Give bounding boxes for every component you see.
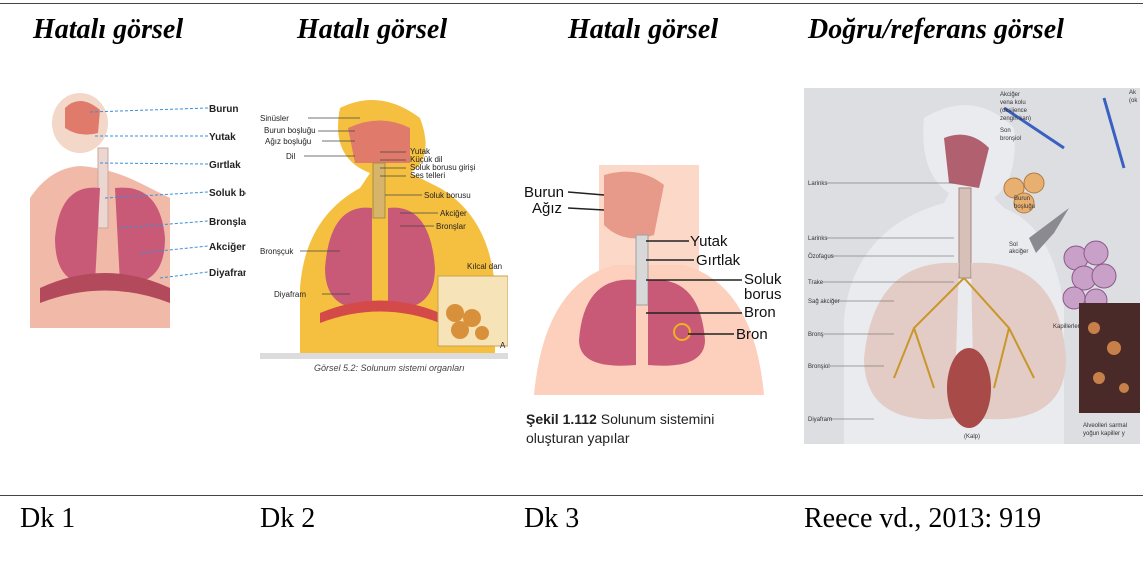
middle-rule xyxy=(0,495,1143,496)
fig2-label-bronscuk: Bronşçuk xyxy=(260,247,294,256)
fig1-label-burun: Burun xyxy=(209,104,238,115)
fig4-label-bronsiol: Bronşiol xyxy=(808,364,830,370)
fig2-label-a: A xyxy=(500,341,506,350)
fig4-label-ak-cut: Ak xyxy=(1129,90,1137,96)
fig2-label-agiz-boslugu: Ağız boşluğu xyxy=(265,137,311,146)
figure-4-reference-diagram: Burun boşluğu Sol akciğer Akciğer vena k… xyxy=(804,88,1140,444)
header-col-2: Hatalı görsel xyxy=(297,14,447,46)
fig4-label-brons: Bronş xyxy=(808,332,824,338)
fig3-caption-line2: oluşturan yapılar xyxy=(526,430,630,446)
figure-3-respiratory-diagram: Burun Ağız Yutak Gırtlak Soluk borus Bro… xyxy=(524,165,794,455)
fig2-caption: Görsel 5.2: Solunum sistemi organları xyxy=(314,363,465,373)
fig4-label-burun: Burun xyxy=(1014,196,1030,202)
fig1-label-diyafram: Diyafram xyxy=(209,268,246,279)
caption-col-1: Dk 1 xyxy=(20,503,75,535)
caption-col-3: Dk 3 xyxy=(524,503,579,535)
figure-2-respiratory-diagram: Sinüsler Burun boşluğu Ağız boşluğu Dil … xyxy=(260,88,508,378)
fig4-label-larinks-2: Larinks xyxy=(808,236,827,242)
fig3-label-bron-1: Bron xyxy=(744,304,776,321)
fig4-label-yogun-kapiller: yoğun kapiller y xyxy=(1083,431,1125,437)
fig2-label-kilcal-damar: Kılcal dan xyxy=(467,262,502,271)
fig4-label-zengin-kan: zengin kan) xyxy=(1000,116,1031,122)
fig1-label-soluk-borusu: Soluk bo xyxy=(209,188,246,199)
fig4-label-sag-akciger: Sağ akciğer xyxy=(808,299,840,305)
header-col-1: Hatalı görsel xyxy=(33,14,183,46)
fig2-label-diyafram: Diyafram xyxy=(274,290,306,299)
figure-1-respiratory-diagram: Burun Yutak Gırtlak Soluk bo Bronşlar Ak… xyxy=(20,88,246,328)
fig3-label-yutak: Yutak xyxy=(690,233,728,250)
fig3-label-borusu: borus xyxy=(744,286,782,303)
fig4-label-son: Son xyxy=(1000,128,1011,134)
top-rule xyxy=(0,3,1143,4)
fig4-label-oksijence: (oksijence xyxy=(1000,108,1028,114)
fig4-label-kalp: (Kalp) xyxy=(964,434,980,440)
fig4-label-vena-kolu: vena kolu xyxy=(1000,100,1026,106)
fig4-label-diyafram: Diyafram xyxy=(808,417,832,423)
header-col-3: Hatalı görsel xyxy=(568,14,718,46)
fig2-label-sinusler: Sinüsler xyxy=(260,114,289,123)
fig4-label-bronsiol-top: bronşiol xyxy=(1000,136,1021,142)
fig1-label-yutak: Yutak xyxy=(209,132,236,143)
fig4-label-kapillerler: Kapillerler xyxy=(1053,324,1080,330)
fig2-label-akciger: Akciğer xyxy=(440,209,467,218)
fig3-caption-line1: Şekil 1.112 Solunum sistemini xyxy=(526,411,714,427)
fig4-label-akciger: akciğer xyxy=(1009,249,1028,255)
fig4-label-alveolleri: Alveolleri sarmal xyxy=(1083,423,1127,429)
fig4-label-ozofagus: Özofagus xyxy=(808,253,834,260)
fig4-heart xyxy=(947,348,991,428)
header-col-4: Doğru/referans görsel xyxy=(808,14,1064,46)
fig3-label-girtlak: Gırtlak xyxy=(696,252,741,269)
fig1-label-bronslar: Bronşlar xyxy=(209,217,246,228)
fig3-label-agiz: Ağız xyxy=(532,200,562,217)
fig1-label-akcigerler: Akciğerl xyxy=(209,242,246,253)
fig4-label-larinks-1: Larinks xyxy=(808,181,827,187)
caption-col-4: Reece vd., 2013: 919 xyxy=(804,503,1041,535)
caption-col-2: Dk 2 xyxy=(260,503,315,535)
fig4-label-ok-cut: (ok xyxy=(1129,98,1138,104)
fig4-label-boslugu: boşluğu xyxy=(1014,204,1035,210)
fig1-label-girtlak: Gırtlak xyxy=(209,160,241,171)
fig4-label-sol: Sol xyxy=(1009,242,1018,248)
fig4-label-akciger-top: Akciğer xyxy=(1000,92,1020,98)
fig2-label-dil: Dil xyxy=(286,152,296,161)
fig2-label-bronslar: Bronşlar xyxy=(436,222,466,231)
fig2-label-ses-telleri: Ses telleri xyxy=(410,171,445,180)
fig4-label-trake: Trake xyxy=(808,280,824,286)
fig2-label-soluk-borusu: Soluk borusu xyxy=(424,191,471,200)
fig3-label-bron-2: Bron xyxy=(736,326,768,343)
fig3-label-burun: Burun xyxy=(524,184,564,201)
fig4-alveoli-inset xyxy=(1079,303,1140,413)
fig2-label-burun-boslugu: Burun boşluğu xyxy=(264,126,316,135)
